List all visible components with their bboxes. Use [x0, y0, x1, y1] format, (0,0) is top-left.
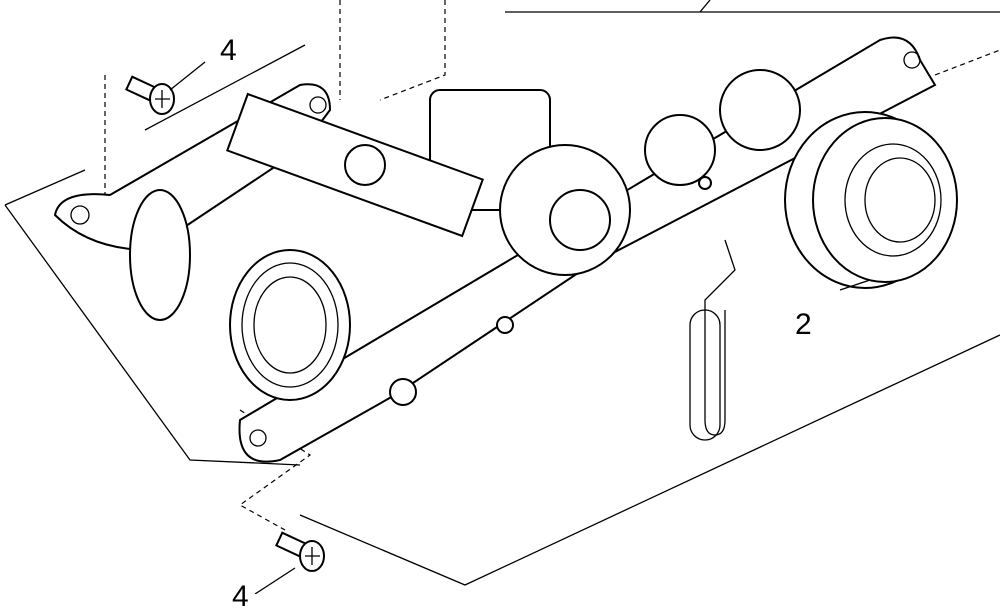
screw-bottom: [254, 531, 325, 594]
callout-label-screw-bottom: 4: [232, 580, 249, 613]
knob: [784, 111, 958, 291]
callout-label-screw-top: 4: [220, 34, 237, 67]
frame-outline: [4, 0, 1000, 586]
lever: [689, 239, 736, 441]
callout-label-knob: 2: [795, 308, 812, 341]
parts-diagram: [4, 0, 1000, 594]
left-assembly: [53, 83, 485, 401]
screw-top: [125, 61, 206, 115]
